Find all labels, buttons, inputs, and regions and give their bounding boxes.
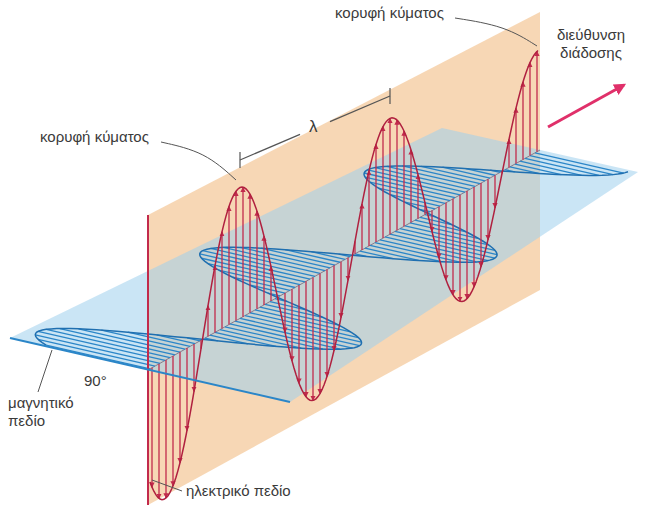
electric-vector: [403, 131, 404, 226]
electric-vector: [298, 285, 299, 383]
magnetic-field-vectors: [35, 153, 623, 369]
electric-wave-curve: [150, 50, 538, 499]
propagation-arrow: [548, 85, 624, 127]
electric-vector: [459, 195, 460, 301]
electric-vector: [256, 211, 257, 309]
electric-vector: [389, 118, 390, 234]
electric-vector: [249, 194, 250, 313]
electric-vector: [284, 293, 285, 332]
magnetic-vector: [404, 202, 435, 209]
wavelength-bracket: [239, 152, 240, 168]
electric-vector: [242, 187, 243, 316]
electric-vector: [305, 281, 306, 396]
magnetic-vector: [38, 339, 155, 366]
magnetic-vector: [530, 156, 613, 175]
field-label: ηλεκτρικό πεδίο: [186, 482, 291, 500]
electric-vector: [151, 368, 152, 487]
leader-line: [161, 142, 236, 180]
magnetic-vector: [535, 153, 624, 173]
electric-vector: [382, 127, 383, 239]
electric-vector: [438, 207, 439, 258]
electric-vector: [186, 348, 187, 430]
electric-vector: [522, 82, 523, 160]
electric-vector: [333, 266, 334, 351]
magnetic-vector: [203, 251, 315, 277]
leader-line: [38, 350, 52, 392]
electric-vector: [536, 51, 537, 151]
magnetic-vector: [370, 182, 450, 200]
leader-line: [152, 480, 182, 491]
magnetic-plane-edge: [10, 338, 290, 402]
electric-vector: [340, 262, 341, 318]
electric-vector: [158, 364, 159, 499]
electric-vector: [165, 360, 166, 498]
magnetic-vector: [270, 302, 306, 310]
magnetic-vector: [60, 329, 175, 355]
electric-vector: [228, 206, 229, 324]
wavelength-label: λ: [309, 118, 318, 136]
electric-vector: [445, 203, 446, 280]
electric-vector: [410, 150, 411, 222]
electric-vector: [473, 187, 474, 287]
electric-vector: [319, 273, 320, 393]
electric-vector: [396, 120, 397, 230]
electric-vector: [529, 63, 530, 156]
electric-vector: [326, 270, 327, 377]
leader-line: [455, 18, 537, 46]
magnetic-vector: [211, 248, 320, 273]
wavelength-bracket: [389, 88, 390, 104]
electric-vector: [221, 232, 222, 329]
wavelength-bracket: [330, 96, 390, 122]
magnetic-vector: [375, 243, 461, 263]
magnetic-vector: [250, 313, 358, 338]
magnetic-vector: [245, 316, 362, 343]
electric-vector: [452, 199, 453, 295]
magnetic-vector: [387, 166, 475, 186]
electric-vector: [263, 236, 264, 305]
magnetic-plane: [10, 128, 638, 402]
field-label: μαγνητικό πεδίο: [8, 394, 100, 430]
electric-vector: [291, 289, 292, 361]
magnetic-vector: [240, 318, 360, 345]
propagation-axis: [148, 150, 540, 370]
electric-vector: [417, 175, 418, 219]
magnetic-wave-curve: [35, 166, 628, 349]
electric-vector: [214, 266, 215, 333]
electric-vector: [480, 183, 481, 267]
wavelength-bracket: [240, 134, 300, 160]
electric-vector: [487, 179, 488, 239]
electric-vector: [515, 108, 516, 163]
angle-label: 90°: [84, 372, 107, 390]
electric-vector: [375, 144, 376, 242]
wave-crest-label: κορυφή κύματος: [40, 128, 149, 146]
magnetic-vector: [420, 217, 451, 224]
magnetic-vector: [405, 226, 489, 245]
propagation-label: διεύθυνση διάδοσης: [545, 26, 637, 62]
wave-crest-label: κορυφή κύματος: [335, 4, 444, 22]
magnetic-vector: [249, 285, 285, 293]
electric-vector: [235, 191, 236, 320]
magnetic-vector: [265, 304, 324, 317]
magnetic-vector: [378, 188, 445, 203]
electric-plane-edge: [147, 215, 149, 505]
electric-vector: [368, 171, 369, 246]
electric-vector: [466, 191, 467, 299]
electric-vector: [361, 204, 362, 250]
electric-vector: [312, 277, 313, 400]
electric-vector: [179, 352, 180, 463]
magnetic-vector: [410, 223, 479, 239]
